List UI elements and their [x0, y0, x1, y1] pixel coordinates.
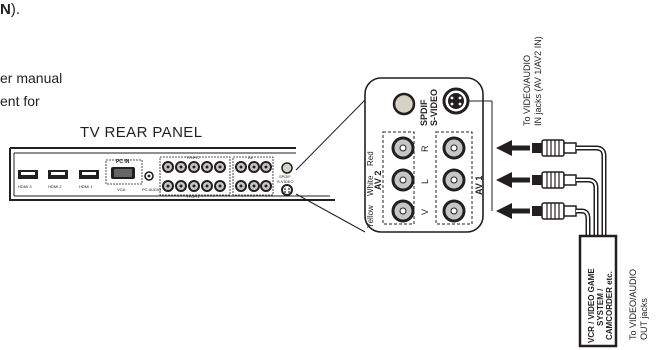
av1-jack-v: [442, 199, 466, 223]
hdmi-port-3: HDMI 3: [18, 170, 38, 189]
panel-spdif-label: SPDIF: [279, 174, 291, 179]
source-device-box: VCR / VIDEO GAME SYSTEM / CAMCORDER etc.: [578, 234, 618, 348]
jack-letter-v: V: [420, 209, 430, 215]
color-label-red: Red: [366, 151, 375, 166]
rca-jack-rows: [162, 161, 272, 192]
av1-label: AV 1: [474, 176, 484, 195]
jack-letter-l: L: [420, 179, 430, 184]
to-out-jacks-line-1: To VIDEO/AUDIO: [628, 269, 638, 340]
to-in-jacks-line-1: To VIDEO/AUDIO: [522, 55, 532, 126]
av2-jack-r: [391, 136, 415, 160]
to-out-jacks-line-2: OUT jacks: [639, 298, 649, 340]
arrow-left-icon-3: [496, 203, 512, 219]
hdmi-port-2: HDMI 2: [48, 170, 68, 189]
device-label-line-1: VCR / VIDEO GAME: [587, 268, 596, 343]
arrow-left-icon-1: [496, 140, 512, 156]
instruction-fragment: N).: [0, 1, 20, 18]
panel-svideo-label: S-VIDEO: [277, 179, 293, 184]
arrow-left-icon-2: [496, 172, 512, 188]
to-in-jacks-line-2: IN jacks (AV 1/AV2 IN): [533, 36, 543, 126]
hdmi-3-label: HDMI 3: [18, 184, 32, 189]
svideo-label: S-VIDEO: [429, 89, 439, 126]
hdmi-1-label: HDMI 1: [79, 184, 93, 189]
pc-in-label: PC IN: [116, 159, 130, 165]
signal-arrows: [496, 140, 530, 219]
spdif-label: SPDIF: [419, 99, 429, 126]
hdmi-port-1: HDMI 1: [79, 170, 99, 189]
jack-letter-r: R: [420, 145, 430, 152]
rca-cable-plugs: [532, 139, 607, 236]
instruction-fragment-end: ).: [10, 1, 21, 18]
spdif-jack: [392, 92, 416, 116]
device-label-line-2: SYSTEM /: [596, 288, 605, 326]
panel-spdif-svideo: SPDIF S-VIDEO: [277, 162, 293, 196]
av1-jack-r: [442, 136, 466, 160]
av2-jack-l: [391, 168, 415, 192]
ypbpr2-label: YPbPr2: [186, 155, 201, 160]
av2-label: AV 2: [373, 171, 383, 190]
tv-rear-panel: HDMI 3 HDMI 2 HDMI 1 PC IN VGA PC AUDIO …: [9, 99, 366, 233]
av2-jack-v: [391, 199, 415, 223]
panel-title: TV REAR PANEL: [80, 124, 203, 141]
color-label-white: White: [366, 175, 375, 196]
device-label-line-3: CAMCORDER etc.: [605, 271, 614, 340]
color-label-yellow: Yellow: [366, 205, 375, 228]
svideo-jack: [442, 87, 470, 115]
pc-audio-label: PC AUDIO: [142, 187, 161, 192]
av1-jack-l: [442, 168, 466, 192]
hdmi-2-label: HDMI 2: [48, 184, 62, 189]
zoomed-connector-box: SPDIF S-VIDEO AV 2 Yellow White Red AV 1: [364, 77, 493, 233]
vga-label: VGA: [117, 187, 126, 192]
av-group-label: AV: [248, 155, 253, 160]
ypbpr1-label: YPbPr1: [186, 194, 201, 199]
pc-in-group: PC IN VGA PC AUDIO: [105, 159, 161, 192]
manual-text-fragment: er manual: [0, 70, 63, 86]
instruction-bold-fragment: N: [0, 1, 11, 18]
manual-text-fragment-2: ent for: [0, 93, 40, 109]
